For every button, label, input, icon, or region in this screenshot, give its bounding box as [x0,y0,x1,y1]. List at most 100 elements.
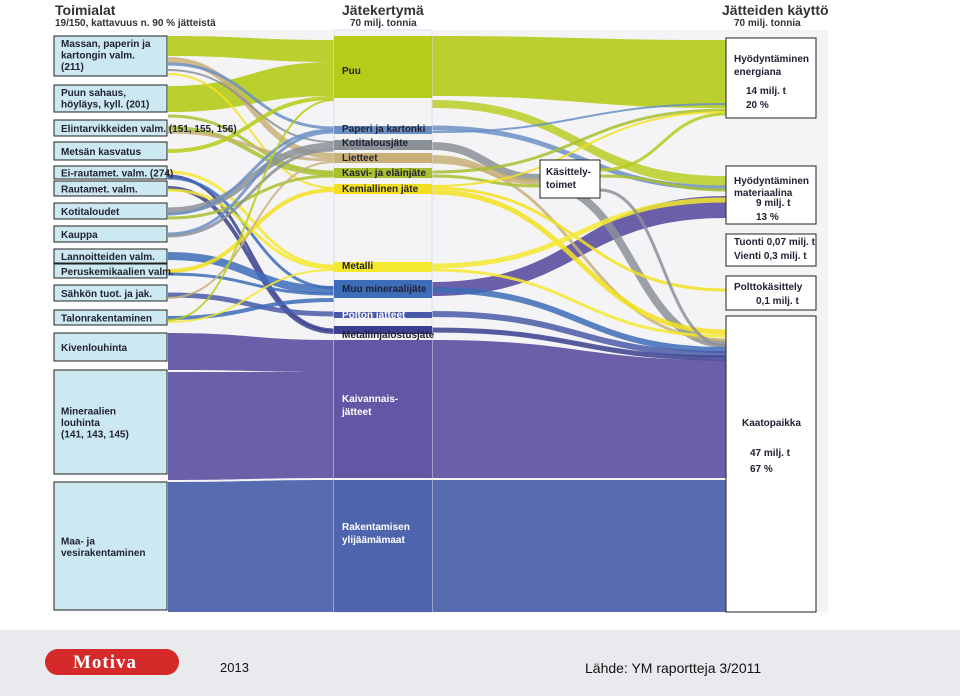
waste-segment [334,340,432,478]
flow-chem-landfill [431,189,727,335]
flow-chem-burning [431,186,727,292]
use-label: Vienti 0,3 milj. t [734,251,807,262]
flow-muu-material [432,196,726,296]
flow-processing-material [599,174,727,192]
flow-fertilizer-mineral [167,252,335,294]
waste-label: Paperi ja kartonki [342,124,426,135]
use-label: Polttokäsittely [734,282,803,293]
sector-label: louhinta [61,418,100,429]
use-label: 13 % [756,212,779,223]
flow-food-sludge [167,130,335,162]
waste-label: Rakentamisen [342,522,410,533]
use-label: Hyödyntäminen [734,176,809,187]
waste-segment [334,262,432,272]
sector-label: Puun sahaus, [61,88,126,99]
flow-power-sludge [167,161,335,299]
waste-segment [334,153,432,163]
use-label: 0,1 milj. t [756,296,799,307]
use-label: 14 milj. t [746,86,787,97]
flow-wood-material [432,100,726,186]
flow-pulp-household [167,69,335,143]
flow-power-ash [167,292,335,317]
flow-paper-energy [431,103,727,133]
flow-chem-energy [431,111,727,187]
waste-segment [334,326,432,334]
sector-box [53,481,168,611]
flow-mineral-landfill [431,287,727,353]
uses-header: Jätteiden käyttö 70 milj. tonnia [722,2,829,29]
use-box [725,275,817,311]
flow-earthwork-construction [168,480,334,612]
flow-household-processing [431,142,541,182]
waste-label: Kaivannais- [342,394,398,405]
sector-box [53,248,168,264]
sector-box [53,84,168,113]
sector-label: kartongin valm. [61,51,135,62]
flow-forest-wood [167,96,335,153]
sector-box [53,284,168,302]
use-label: 20 % [746,100,769,111]
sectors-header: Toimialat 19/150, kattavuus n. 90 % jätt… [55,2,216,29]
waste-segment [334,480,432,612]
use-box [725,37,817,119]
flow-wood-energy [432,36,726,108]
flow-sawmill-plant [167,114,335,174]
use-label: materiaalina [734,188,793,199]
sector-label: Mineraalien [61,407,116,418]
sector-box [53,369,168,475]
waste-segment [334,126,432,134]
flow-sludge-landfill [431,160,727,342]
logo-text: Motiva [73,652,137,673]
use-box [725,165,817,225]
uses-subtitle: 70 milj. tonnia [734,18,801,29]
flow-chemicals-mineral [167,272,335,296]
flow-construction-landfill [432,480,726,612]
flow-trade-household [167,148,335,238]
use-label: 9 milj. t [756,198,791,209]
waste-label: ylijäämämaat [342,535,405,546]
sector-label: höyläys, kyll. (201) [61,100,149,111]
sector-label: Sähkön tuot. ja jak. [61,289,152,300]
flow-pulp-paper [167,62,335,130]
footer-source: Lähde: YM raportteja 3/2011 [585,660,762,676]
waste-segment [334,36,432,98]
sector-box [53,119,168,137]
use-label: energiana [734,67,782,78]
waste-label: Kasvi- ja eläinjäte [342,168,426,179]
sector-box [53,202,168,220]
sectors-title: Toimialat [55,2,116,18]
use-label: Tuonti 0,07 milj. t [734,237,816,248]
sector-label: Metsän kasvatus [61,147,141,158]
flow-mining-mining [168,372,334,480]
flow-metal-landfill [431,268,727,338]
use-label: 67 % [750,464,773,475]
sector-box [53,225,168,243]
sector-label: Kauppa [61,230,98,241]
sector-label: Kotitaloudet [61,207,120,218]
waste-subtitle: 70 milj. tonnia [350,18,417,29]
use-box [725,233,817,267]
flow-household-plant [167,174,335,220]
waste-header: Jätekertymä 70 milj. tonnia [342,2,424,29]
sector-label: Ei-rautamet. valm. (274) [61,169,173,180]
waste-label: Puu [342,66,361,77]
sector-label: Talonrakentaminen [61,314,152,325]
sector-label: Lannoitteiden valm. [61,252,155,263]
sectors-subtitle: 19/150, kattavuus n. 90 % jätteistä [55,18,216,29]
flow-quarry-mining [168,333,334,372]
motiva-logo: Motiva [45,649,179,675]
flow-sawmill-wood [168,62,334,112]
flow-building-metal [167,269,335,323]
flow-processing-energy [599,112,727,172]
use-label: Hyödyntäminen [734,54,809,65]
flow-pulp-wood [168,36,334,62]
sector-box [53,309,168,326]
sector-label: Peruskemikaalien valm. [61,267,174,278]
sector-box [53,165,168,180]
uses-title: Jätteiden käyttö [722,2,829,18]
sector-label: (141, 143, 145) [61,430,129,441]
waste-label: Polton jätteet [342,310,406,321]
flow-household-household [167,142,335,215]
waste-segment [334,280,432,298]
